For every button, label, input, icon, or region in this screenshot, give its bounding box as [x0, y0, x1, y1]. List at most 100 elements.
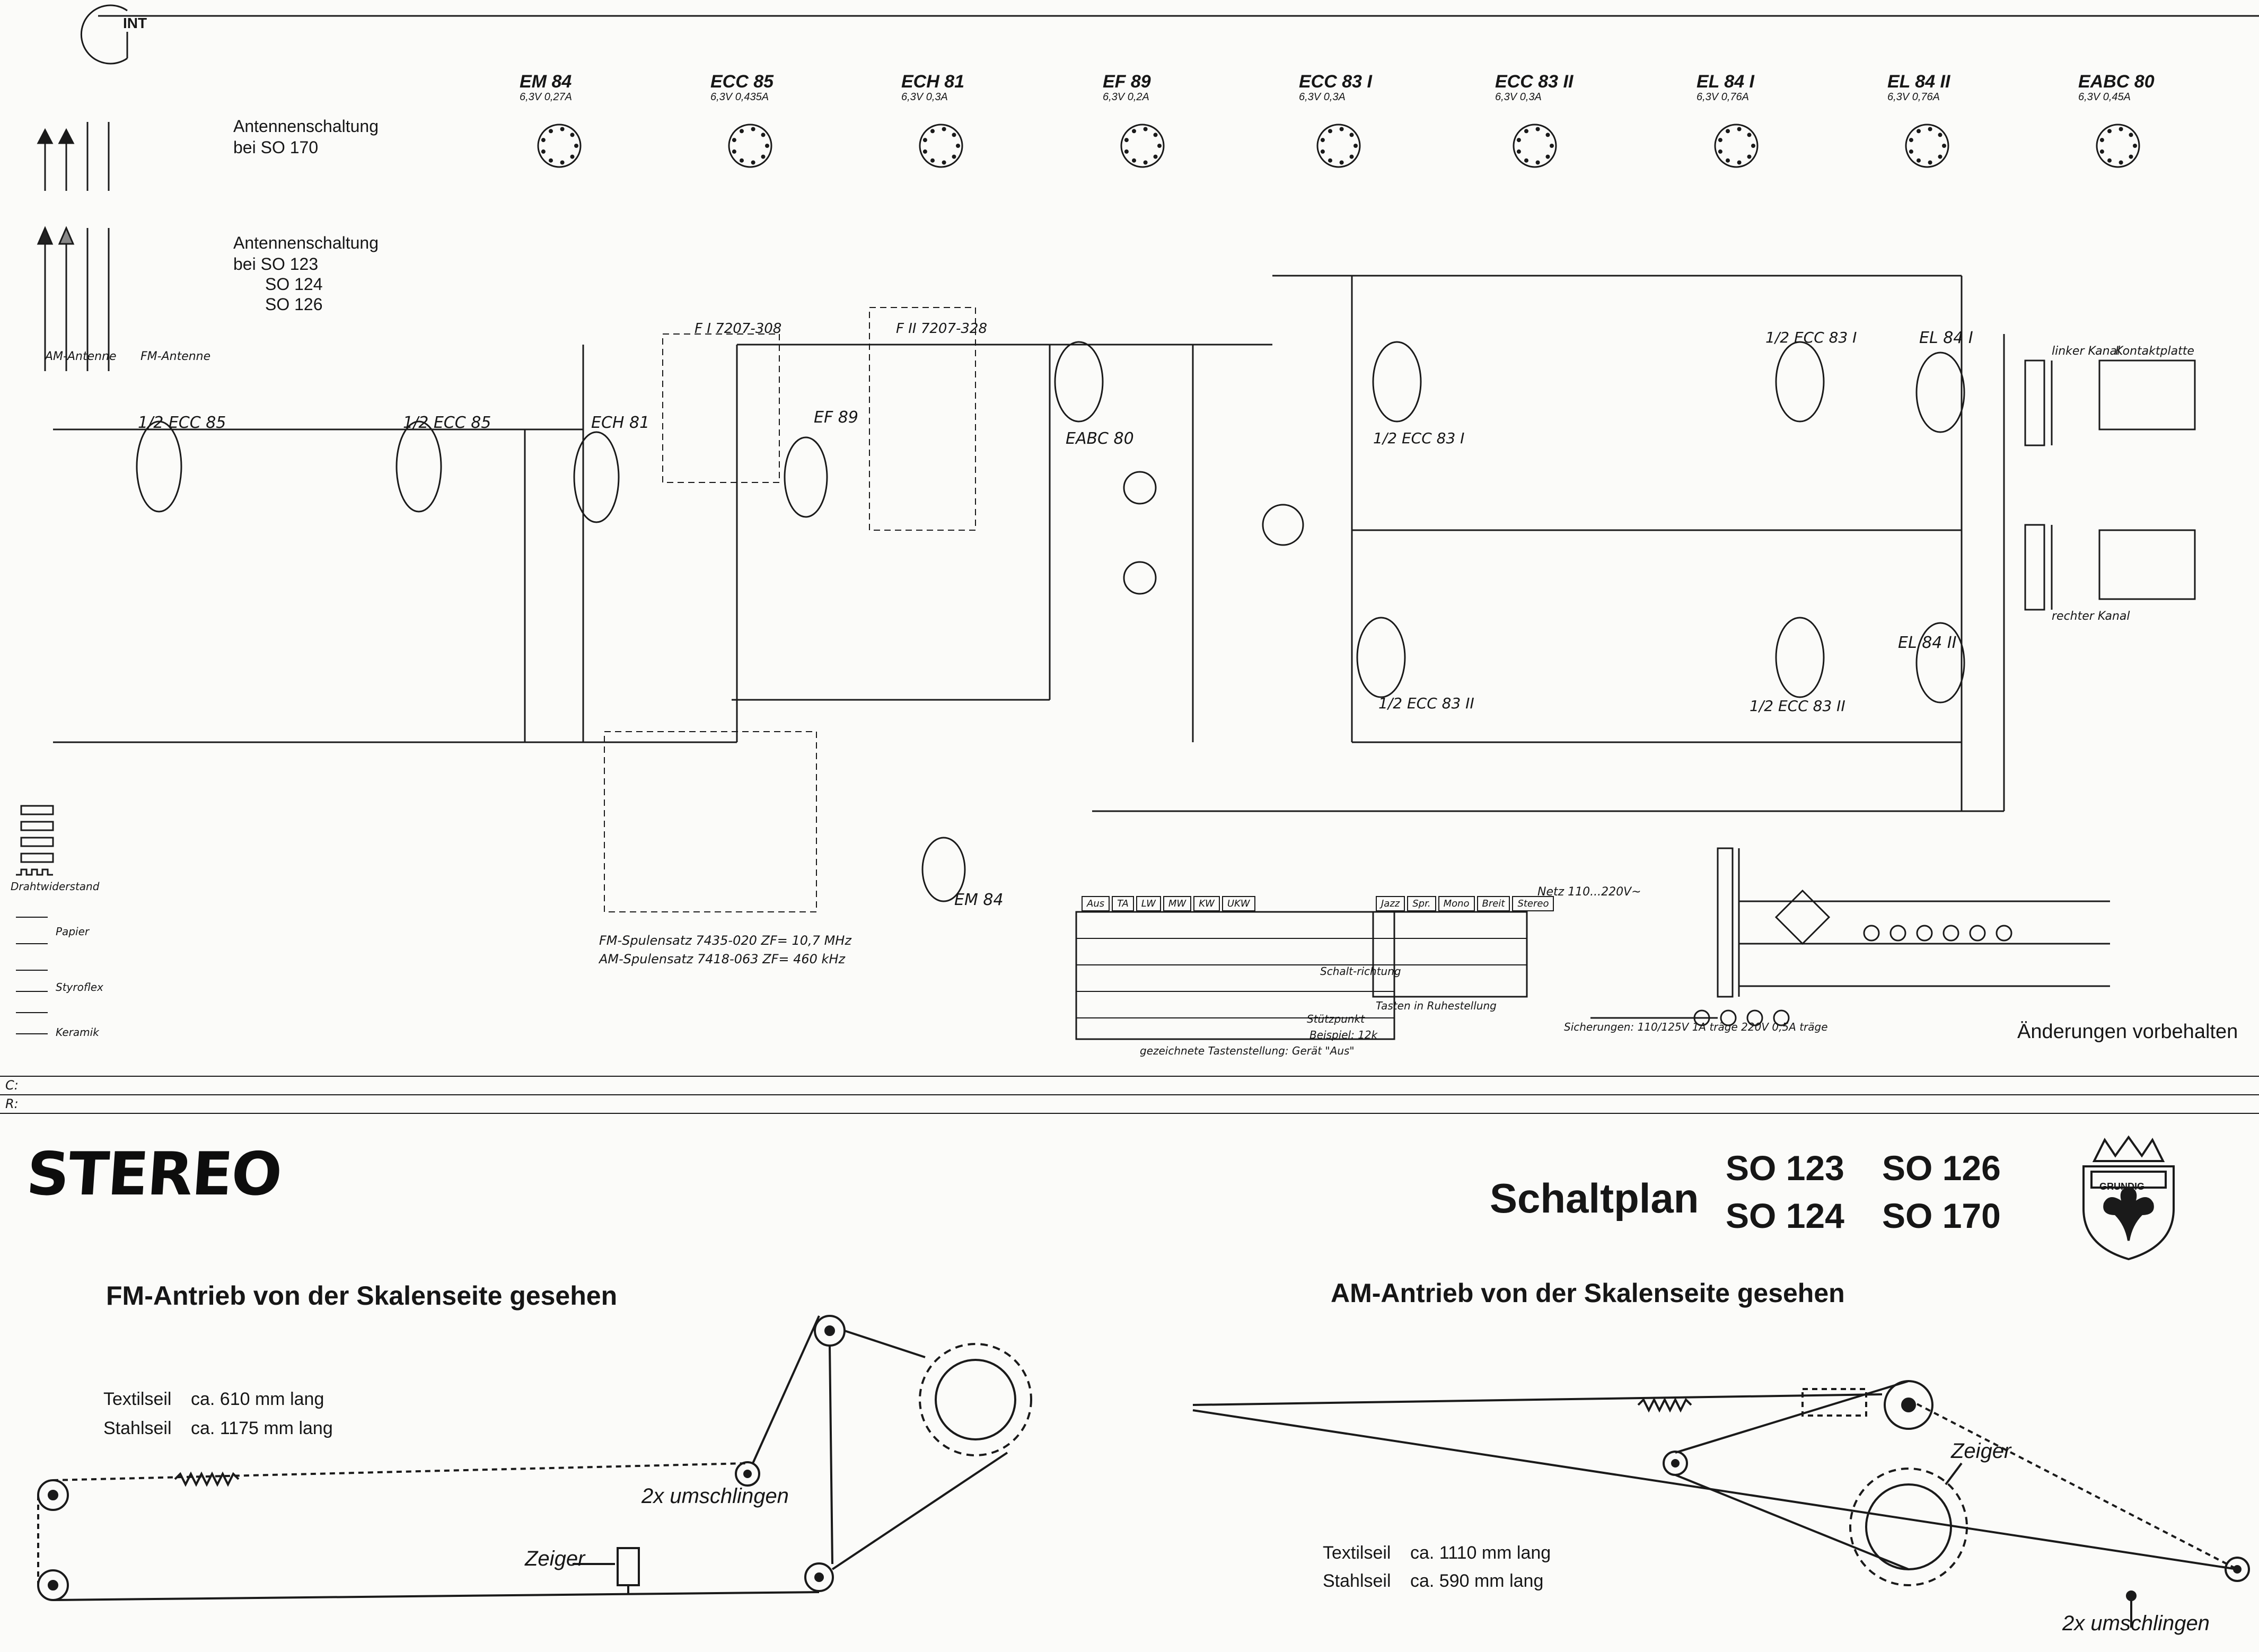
range-button-label: MW [1163, 896, 1192, 911]
label-ecc83-1: 1/2 ECC 83 I [1373, 429, 1465, 447]
antenna-multi-title: Antennenschaltung [233, 233, 379, 252]
am-stahl-value: ca. 590 mm lang [1410, 1571, 1544, 1591]
fm-drive-title: FM-Antrieb von der Skalenseite gesehen [106, 1281, 618, 1311]
tube-socket-icon [1316, 124, 1361, 168]
label-tasten: Tasten in Ruhestellung [1376, 999, 1497, 1012]
tube-heater-spec: 6,3V 0,3A [1299, 91, 1346, 103]
tube-socket-icon [728, 124, 772, 168]
tube-socket-icon [1905, 124, 1949, 168]
label-em84: EM 84 [954, 891, 1004, 909]
tone-button-label: Mono [1438, 896, 1475, 911]
label-el84-1: EL 84 I [1919, 329, 1973, 347]
title-model-4: SO 170 [1882, 1196, 2001, 1235]
label-ef89: EF 89 [814, 408, 858, 427]
corner-mark: INT [123, 15, 147, 31]
antenna-multi-models-2: SO 124 [265, 275, 323, 294]
label-am-coil: AM-Spulensatz 7418-063 ZF= 460 kHz [599, 952, 846, 966]
tube-heater-spec: 6,3V 0,435A [710, 91, 769, 103]
label-linker-kanal: linker Kanal [2052, 345, 2121, 358]
label-stuetzpunkt: Stützpunkt [1307, 1013, 1365, 1025]
antenna-multi-models-3: SO 126 [265, 295, 323, 314]
tube-socket-icon [2096, 124, 2140, 168]
fm-drive-drawing [37, 1315, 1032, 1601]
title-main: Schaltplan [1490, 1175, 1699, 1222]
am-stahl-label: Stahlseil [1323, 1571, 1391, 1591]
am-wrap-note: 2x umschlingen [2062, 1612, 2210, 1635]
title-model-1: SO 123 [1726, 1148, 1844, 1188]
grundig-wordmark: GRUNDIG [2099, 1181, 2144, 1192]
label-ecc83-2b: 1/2 ECC 83 II [1750, 697, 1845, 715]
tube-heading: EL 84 II [1887, 72, 1950, 92]
tube-socket-icon [1513, 124, 1557, 168]
tube-heater-spec: 6,3V 0,76A [1887, 91, 1940, 103]
tone-button-label: Spr. [1407, 896, 1436, 911]
tube-heater-spec: 6,3V 0,3A [1495, 91, 1542, 103]
label-gezeichnete: gezeichnete Tastenstellung: Gerät "Aus" [1140, 1044, 1355, 1057]
changes-note: Änderungen vorbehalten [2017, 1021, 2238, 1043]
tube-heater-spec: 6,3V 0,2A [1103, 91, 1149, 103]
label-beispiel: Beispiel: 12k [1309, 1029, 1378, 1041]
grundig-logo [2082, 1135, 2175, 1261]
fm-stahl-value: ca. 1175 mm lang [191, 1418, 333, 1438]
fm-wrap-note: 2x umschlingen [641, 1484, 789, 1508]
label-kontaktplatte: Kontaktplatte [2115, 345, 2194, 358]
am-pointer-label: Zeiger [1951, 1439, 2011, 1463]
label-styroflex: Styroflex [56, 981, 103, 994]
am-antenna-label: AM-Antenne [45, 350, 117, 363]
tone-button-label: Breit [1476, 896, 1510, 911]
tube-heading: ECH 81 [901, 72, 965, 92]
tube-heater-spec: 6,3V 0,27A [520, 91, 572, 103]
label-netz: Netz 110...220V~ [1537, 885, 1641, 899]
tube-heading: ECC 83 II [1495, 72, 1574, 92]
tube-heading: ECC 85 [710, 72, 774, 92]
tube-heading: EF 89 [1103, 72, 1151, 92]
tone-button-label: Stereo [1512, 896, 1554, 911]
label-fm-coil: FM-Spulensatz 7435-020 ZF= 10,7 MHz [599, 933, 851, 948]
tube-heater-spec: 6,3V 0,76A [1697, 91, 1749, 103]
am-textil-label: Textilseil [1323, 1543, 1391, 1563]
label-keramik: Keramik [56, 1026, 99, 1039]
am-drive-drawing [1192, 1380, 2250, 1628]
label-ecc83-1b: 1/2 ECC 83 I [1765, 329, 1857, 346]
title-model-3: SO 124 [1726, 1196, 1844, 1235]
fm-stahl-label: Stahlseil [103, 1418, 172, 1438]
label-eabc80: EABC 80 [1066, 429, 1134, 448]
label-f1: F I 7207-308 [695, 321, 782, 337]
label-ech81: ECH 81 [591, 414, 650, 432]
label-ecc83-2: 1/2 ECC 83 II [1378, 695, 1474, 712]
label-rechter-kanal: rechter Kanal [2052, 610, 2130, 623]
label-ecc85b: 1/2 ECC 85 [403, 414, 491, 432]
antenna-so170-title: Antennenschaltung [233, 117, 379, 136]
tube-heading: EABC 80 [2078, 72, 2155, 92]
tube-socket-icon [1714, 124, 1759, 168]
tube-heading: ECC 83 I [1299, 72, 1372, 92]
am-drive-title: AM-Antrieb von der Skalenseite gesehen [1331, 1278, 1845, 1308]
range-button-label: UKW [1221, 896, 1255, 911]
stereo-logo: STEREO [24, 1140, 284, 1209]
label-drahtwiderstand: Drahtwiderstand [11, 880, 100, 893]
range-button-label: LW [1136, 896, 1161, 911]
tube-heater-spec: 6,3V 0,3A [901, 91, 948, 103]
tube-heading: EL 84 I [1697, 72, 1754, 92]
fm-antenna-label: FM-Antenne [140, 350, 211, 363]
antenna-multi-models-1: bei SO 123 [233, 254, 319, 274]
am-textil-value: ca. 1110 mm lang [1410, 1543, 1551, 1563]
tube-socket-icon [537, 124, 582, 168]
label-schaltrichtung: Schalt-richtung [1320, 965, 1401, 978]
range-button-label: KW [1193, 896, 1220, 911]
label-el84-2: EL 84 II [1898, 634, 1957, 652]
tube-heater-spec: 6,3V 0,45A [2078, 91, 2131, 103]
fm-textil-value: ca. 610 mm lang [191, 1389, 324, 1409]
range-button-label: TA [1112, 896, 1134, 911]
title-model-2: SO 126 [1882, 1148, 2001, 1188]
row-label-r: R: [5, 1096, 19, 1111]
label-ecc85: 1/2 ECC 85 [138, 414, 226, 432]
label-sicherungen: Sicherungen: 110/125V 1A träge 220V 0,5A… [1564, 1021, 1828, 1033]
tone-button-label: Jazz [1376, 896, 1405, 911]
fm-textil-label: Textilseil [103, 1389, 172, 1409]
tube-socket-icon [1120, 124, 1165, 168]
